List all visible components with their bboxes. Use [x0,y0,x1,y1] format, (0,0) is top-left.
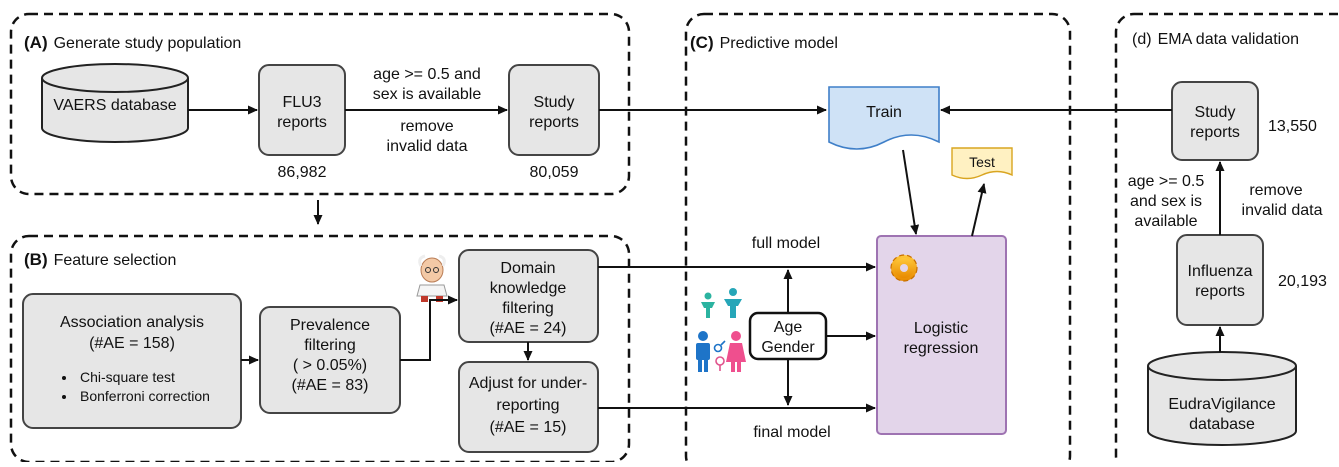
domain-knowledge-box: Domain knowledge filtering (#AE = 24) [458,249,599,343]
svg-text:(#AE = 24): (#AE = 24) [490,320,567,337]
study-reports-box-a: Study reports [508,64,600,156]
train-document: Train [828,86,940,150]
doctor-icon [416,254,448,302]
prevalence-filtering-box: Prevalence filtering ( > 0.05%) (#AE = 8… [259,306,401,414]
svg-text:filtering: filtering [502,300,554,317]
arrow-prev-domain [400,295,458,361]
svg-text:Train: Train [866,104,902,121]
svg-text:Logistic: Logistic [914,320,968,337]
svg-text:reports: reports [529,114,579,131]
svg-text:(#AE = 83): (#AE = 83) [292,377,369,394]
remove-label-a2: invalid data [387,138,468,155]
svg-text:reports: reports [1190,124,1240,141]
svg-text:FLU3: FLU3 [282,94,321,111]
study-count-a: 80,059 [530,164,579,181]
svg-text:Study: Study [534,94,575,111]
svg-text:(#AE = 15): (#AE = 15) [490,419,567,436]
gear-icon [890,254,918,282]
panel-b-frame [9,234,631,464]
svg-text:regression: regression [904,340,979,357]
svg-text:reports: reports [1195,283,1245,300]
female-person-icon [726,331,746,372]
svg-text:reporting: reporting [496,397,559,414]
panel-b-title: (B)Feature selection [24,250,176,269]
svg-text:Age: Age [774,319,803,336]
svg-text:Domain: Domain [500,260,555,277]
panel-d-title: (d)EMA data validation [1132,31,1299,48]
filter-label-a2: sex is available [373,86,482,103]
svg-text:Prevalence: Prevalence [290,317,370,334]
svg-text:( > 0.05%): ( > 0.05%) [293,357,367,374]
final-model-label: final model [753,424,830,441]
svg-text:Bonferroni correction: Bonferroni correction [80,388,210,404]
remove-label-d: remove [1249,182,1302,199]
svg-text:filtering: filtering [304,337,356,354]
age-gender-box: Age Gender [748,311,828,361]
filter-label-d: age >= 0.5 [1128,173,1205,190]
arrow-logistic-test [971,183,987,237]
influenza-reports-box: Influenza reports [1176,234,1264,326]
svg-text:knowledge: knowledge [490,280,567,297]
svg-text:VAERS database: VAERS database [53,97,176,114]
gender-symbol-icon [713,340,726,371]
male-person-icon [696,331,710,372]
panel-d-frame [1114,12,1339,467]
panel-a-frame [9,12,631,196]
remove-label-d2: invalid data [1242,202,1323,219]
full-model-label: full model [752,235,820,252]
arrow-train-logistic [902,149,920,235]
remove-label-a: remove [400,118,453,135]
flu3-count: 86,982 [278,164,327,181]
svg-text:(#AE = 158): (#AE = 158) [89,335,175,352]
panel-c-title: (C)Predictive model [690,33,838,52]
panel-c-frame [684,12,1072,467]
svg-text:reports: reports [277,114,327,131]
filter-label-d2: and sex is [1130,193,1202,210]
child-icon-teal [724,288,742,318]
svg-text:Chi-square test: Chi-square test [80,369,175,385]
logistic-regression-box: Logistic regression [876,235,1007,435]
svg-text:EudraVigilance: EudraVigilance [1168,396,1275,413]
study-reports-box-d: Study reports [1171,81,1259,161]
adjust-underreporting-box: Adjust for under- reporting (#AE = 15) [458,361,599,453]
vaers-database: VAERS database [41,63,189,143]
eudravigilance-database: EudraVigilance database [1147,351,1297,446]
svg-text:Study: Study [1195,104,1236,121]
test-document: Test [951,147,1013,180]
association-analysis-box: Association analysis (#AE = 158) Chi-squ… [22,293,242,429]
filter-label-a: age >= 0.5 and [373,66,481,83]
svg-text:Gender: Gender [761,339,815,356]
svg-text:Adjust for under-: Adjust for under- [469,375,587,392]
panel-a-title: (A)Generate study population [24,33,241,52]
influenza-count: 20,193 [1278,273,1327,290]
svg-text:Association analysis: Association analysis [60,314,204,331]
child-icon-green [701,292,715,318]
filter-label-d3: available [1134,213,1197,230]
study-count-d: 13,550 [1268,118,1317,135]
svg-text:Influenza: Influenza [1188,263,1253,280]
flu3-reports-box: FLU3 reports [258,64,346,156]
svg-text:Test: Test [969,154,995,170]
svg-text:database: database [1189,416,1255,433]
